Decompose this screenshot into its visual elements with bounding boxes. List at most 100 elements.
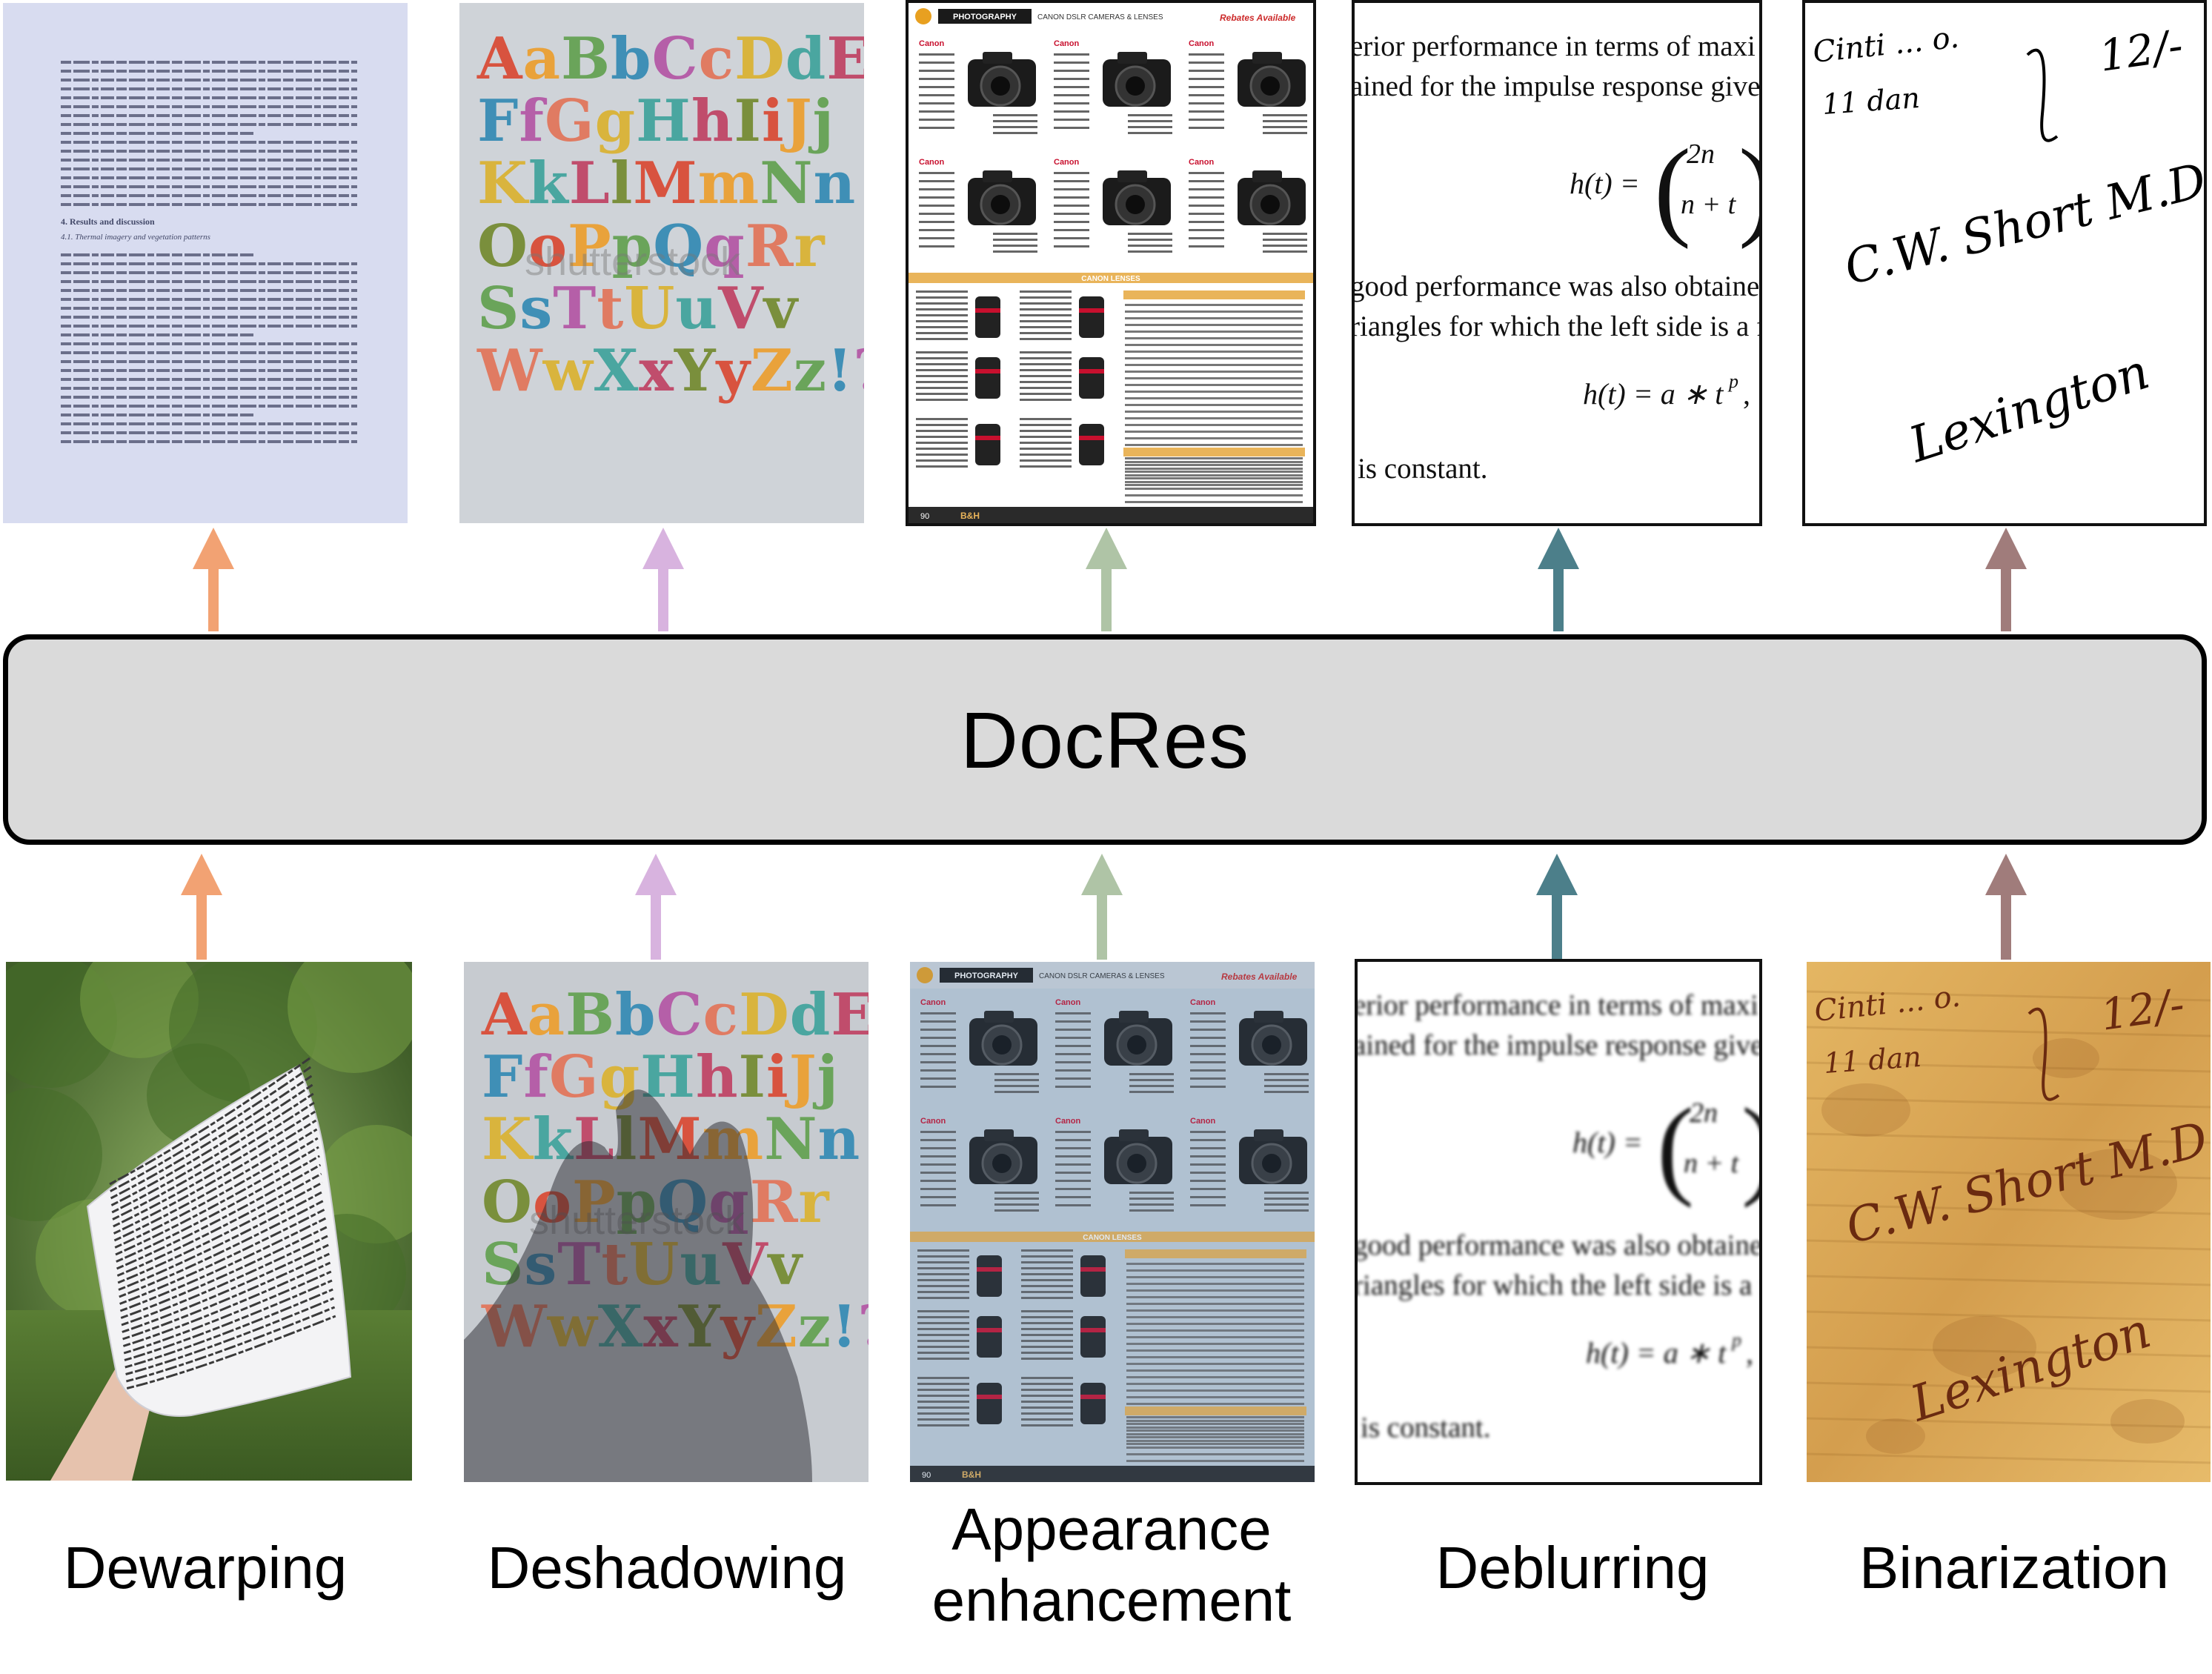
lens-spec-line	[1021, 1406, 1073, 1409]
warped-text-line	[116, 1163, 322, 1270]
lens-spec-line	[1020, 448, 1072, 450]
catalog-brand: Canon	[919, 39, 945, 48]
lens-spec-line	[916, 338, 968, 340]
spec-line	[1189, 237, 1224, 239]
price-table-row	[1126, 1440, 1304, 1442]
camera-prism	[984, 1129, 1014, 1141]
foliage	[288, 962, 412, 1073]
price-line	[994, 1192, 1039, 1194]
spec-line	[920, 1139, 956, 1141]
lens-ring	[975, 369, 1000, 373]
lens-spec-line	[917, 1424, 969, 1426]
price-table-row	[1126, 1416, 1304, 1418]
equation-paren-right: ).	[1738, 124, 1759, 252]
lens-spec-line	[916, 302, 968, 305]
alphabet-glyph: D	[734, 25, 786, 93]
camera-prism	[983, 170, 1012, 182]
camera-prism	[983, 52, 1012, 64]
spec-line	[1055, 1188, 1091, 1190]
equation-lhs: h(t) =	[1572, 1126, 1643, 1159]
camera-prism	[1117, 52, 1147, 64]
price-table-row	[1125, 461, 1303, 463]
lens-spec-line	[1020, 357, 1072, 359]
warped-text-line	[114, 1137, 319, 1249]
spec-line	[920, 1163, 956, 1166]
price-table-row	[1125, 501, 1303, 503]
alphabet-glyph: j	[817, 1043, 839, 1112]
catalog-footer-logo: B&H	[960, 511, 980, 521]
warped-text-line	[110, 1066, 312, 1192]
spec-line	[920, 1196, 956, 1198]
spec-line	[1055, 1180, 1091, 1182]
alphabet-glyph: V	[718, 274, 764, 342]
price-table-row	[1126, 1369, 1304, 1372]
lens-spec-line	[1021, 1383, 1073, 1385]
price-line	[1263, 233, 1307, 235]
equation-binomial-bottom: n + t	[1681, 189, 1736, 220]
alphabet-glyph: F	[477, 87, 519, 156]
spec-line	[920, 1172, 956, 1174]
lens-spec-line	[1021, 1328, 1073, 1330]
price-table-header	[1123, 290, 1305, 299]
price-table-row	[1126, 1356, 1304, 1358]
lens-spec-line	[1020, 363, 1072, 365]
pen-stroke	[2027, 1007, 2060, 1101]
spec-line	[1189, 78, 1224, 80]
spec-line	[1190, 1163, 1226, 1166]
alphabet-glyph: !	[827, 337, 854, 405]
spec-line	[1190, 1139, 1226, 1141]
lens-spec-line	[916, 369, 968, 371]
price-line	[994, 1209, 1039, 1212]
handwritten-amount: 12/-	[2097, 979, 2187, 1040]
alphabet-glyph: a	[522, 25, 562, 93]
alphabet-row: AaBbCcDdEe	[477, 25, 864, 93]
price-table-row	[1126, 1363, 1304, 1365]
price-table-row	[1126, 1433, 1304, 1435]
alphabet-glyph: l	[610, 150, 634, 218]
paper-grain	[1807, 1310, 2211, 1322]
lens-barrel	[1080, 1383, 1106, 1424]
spec-line	[1054, 102, 1089, 104]
price-line	[1129, 1073, 1174, 1075]
lens-ring	[1080, 1395, 1106, 1399]
camera-prism	[1119, 1011, 1149, 1023]
deshadowed-output-thumbnail: AaBbCcDdEeFfGgHhIiJjKkLlMmNnOoPpQqRrSsTt…	[459, 3, 864, 523]
alphabet-glyph: E	[826, 25, 864, 93]
camera-lens-glass	[991, 195, 1010, 214]
lens-spec-line	[917, 1310, 969, 1312]
lens-spec-line	[916, 296, 968, 299]
price-table-row	[1125, 481, 1303, 483]
price-table-header	[1125, 1249, 1306, 1258]
warped-text-line	[111, 1092, 314, 1214]
warped-text-line	[119, 1208, 326, 1305]
warped-text-line	[126, 1315, 336, 1389]
price-table-row	[1125, 371, 1303, 373]
lens-spec-line	[917, 1297, 969, 1299]
spec-line	[919, 196, 954, 199]
lens-spec-line	[1020, 290, 1072, 293]
price-line	[1264, 1192, 1309, 1194]
price-line	[1128, 233, 1172, 235]
spec-line	[1189, 196, 1224, 199]
price-table-row	[1125, 331, 1303, 333]
price-table-row	[1125, 364, 1303, 366]
catalog-logo-mark	[917, 967, 933, 983]
price-table-row	[1126, 1263, 1304, 1265]
lens-spec-line	[1021, 1340, 1073, 1342]
spec-line	[920, 1053, 956, 1055]
camera-lens-glass	[1261, 195, 1280, 214]
text-line: is constant.	[1358, 453, 1488, 485]
spec-line	[1055, 1196, 1091, 1198]
price-line	[1128, 120, 1172, 122]
spec-line	[1190, 1012, 1226, 1014]
price-table-row	[1125, 397, 1303, 399]
alphabet-glyph: x	[639, 337, 674, 405]
lens-spec-line	[917, 1328, 969, 1330]
lens-spec-line	[1020, 332, 1072, 334]
handwritten-note: Cinti ... o.	[1811, 21, 1960, 70]
price-line	[1129, 1203, 1174, 1206]
alphabet-row: FfGgHhIiJj	[477, 90, 864, 153]
alphabet-glyph: s	[519, 274, 554, 342]
equation-paren-right: ).	[1741, 1083, 1759, 1211]
